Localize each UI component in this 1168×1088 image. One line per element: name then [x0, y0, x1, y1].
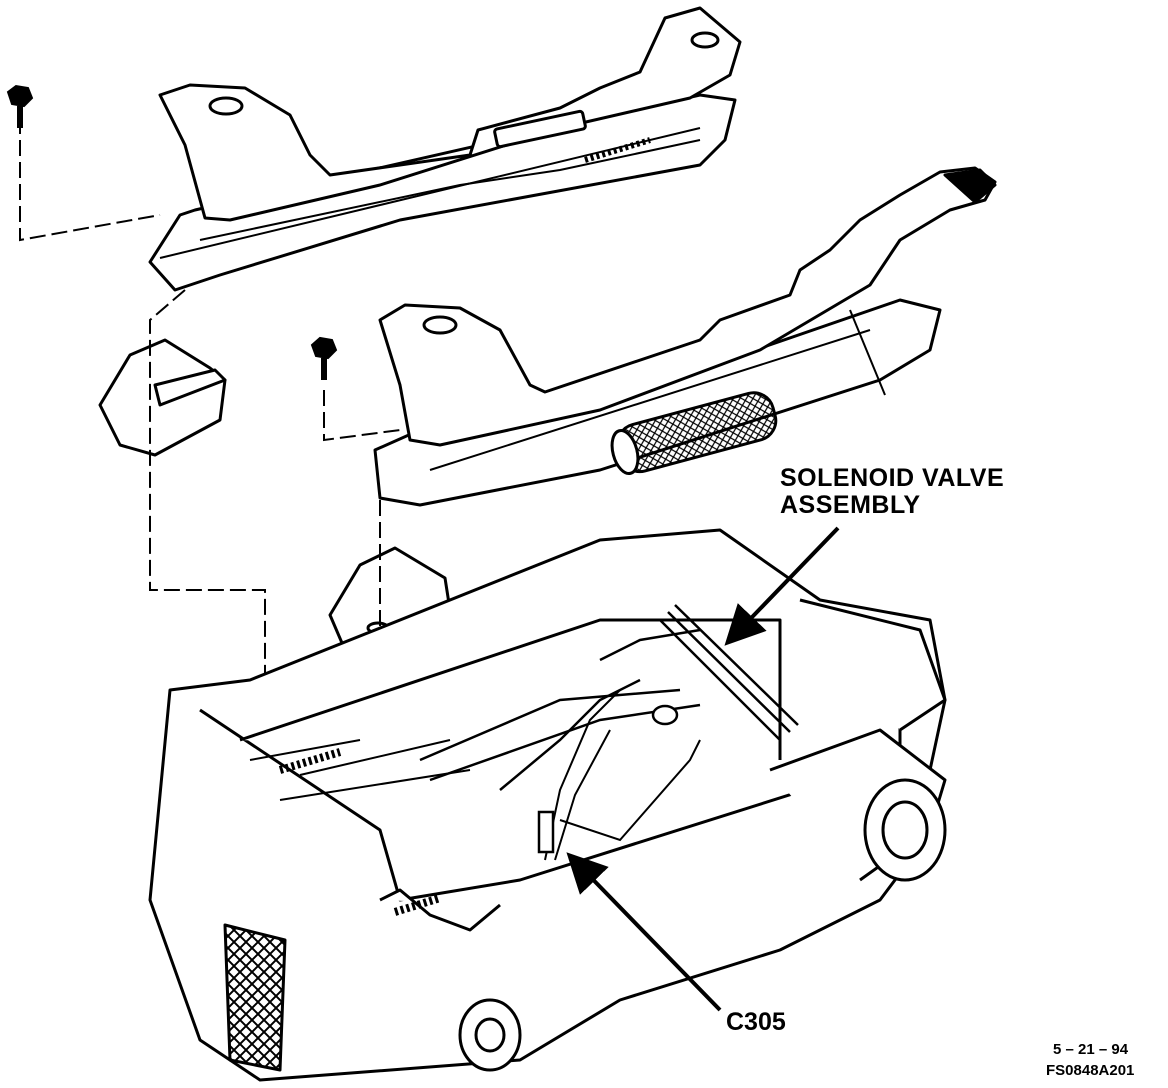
- bolt-icon: [6, 84, 161, 242]
- lower-right-seat-track: [373, 166, 997, 507]
- figure-code: FS0848A201: [1046, 1062, 1135, 1079]
- connector-callout: C305: [726, 1008, 786, 1036]
- bracket-clip: [98, 338, 227, 457]
- date-stamp: 5 – 21 – 94: [1053, 1041, 1129, 1058]
- solenoid-callout-arrow: [724, 526, 840, 646]
- wiring-harness: [537, 689, 701, 861]
- seat-frame: [148, 528, 947, 1082]
- c305-connector: [537, 810, 555, 854]
- c305-callout-arrow: [566, 852, 722, 1012]
- solenoid-valve-callout-line1: SOLENOID VALVE: [780, 464, 1005, 492]
- upper-left-seat-track: [148, 6, 742, 292]
- bolt-icon: [310, 336, 401, 442]
- solenoid-valve-callout-line2: ASSEMBLY: [780, 491, 921, 519]
